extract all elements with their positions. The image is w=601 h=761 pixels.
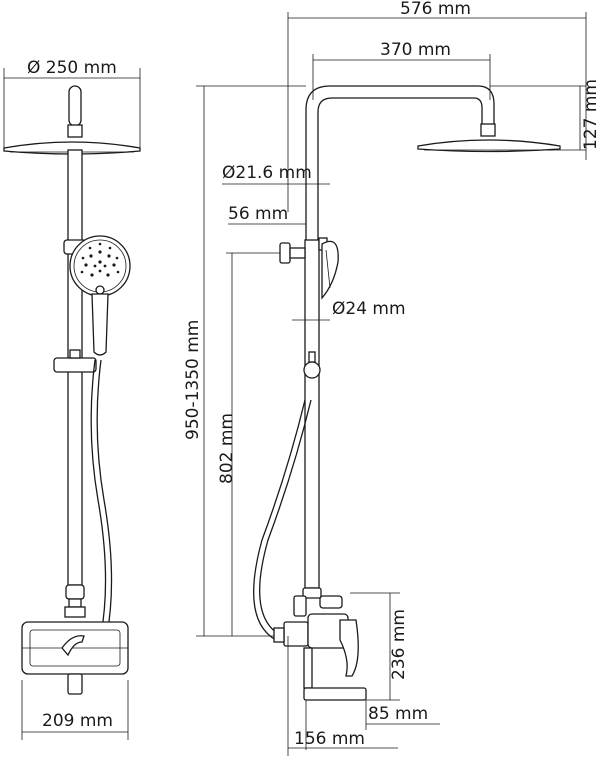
mixer-lever-front [61,635,85,657]
hose-side-b [259,399,312,637]
diverter-cap [64,606,86,618]
arm-length-dimension: 370 mm [312,40,491,100]
slide-knob [69,349,81,359]
head-height-label: 127 mm [581,79,601,150]
lower-pipe-diameter-label: Ø24 mm [332,299,406,319]
hose-side-a [253,399,306,641]
total-width-label: 576 mm [400,0,471,19]
hose-front-a [90,359,107,641]
front-view: Ø 250 mm [3,58,141,740]
shower-arm-outer [305,85,495,240]
slide-pin-side [308,351,316,363]
adjustable-height-dimension: 950-1350 mm [183,85,306,637]
arm-head-joint [480,123,496,137]
mixer-depth-dimension: 156 mm [287,636,398,756]
wall-bracket-top [279,242,306,264]
mixer-height-label: 236 mm [389,609,409,680]
mixer-depth-label: 156 mm [294,729,365,749]
bar-height-label: 802 mm [217,413,237,484]
total-width-dimension: 576 mm [287,0,587,212]
pipe-diameter-dimension: Ø21.6 mm [222,163,330,185]
side-view: 576 mm 370 mm 127 mm Ø21.6 mm [183,0,601,756]
lower-fitting-side [302,587,322,599]
lower-fitting [65,584,85,600]
adjustable-height-label: 950-1350 mm [183,320,203,440]
spout-projection-label: 85 mm [368,704,428,724]
mixer-height-dimension: 236 mm [350,592,409,701]
hose-front-b [96,359,113,641]
shower-arm-inner [317,97,483,240]
mixer-body-side [273,595,367,701]
spout-front [67,673,83,695]
wall-offset-dimension: 56 mm [228,204,306,225]
top-riser [68,85,82,127]
bar-height-dimension: 802 mm [217,252,280,636]
head-diameter-label: Ø 250 mm [27,58,117,78]
wall-offset-label: 56 mm [228,204,288,224]
hand-shower-side [318,237,339,300]
mixer-width-dimension: 209 mm [21,680,129,740]
slide-holder [53,357,97,373]
mixer-width-label: 209 mm [42,711,113,731]
rain-shower-head-side [417,139,561,153]
mixer-body-front [21,621,129,675]
head-height-dimension: 127 mm [490,79,601,151]
slide-knob-side [303,361,321,379]
arm-length-label: 370 mm [380,40,451,60]
hand-shower-front [69,235,131,356]
lower-pipe-diameter-dimension: Ø24 mm [292,299,406,321]
riser-joint [67,124,83,138]
lower-fitting-nut [68,598,82,608]
pipe-diameter-label: Ø21.6 mm [222,163,312,183]
spout-projection-dimension: 85 mm [305,700,440,750]
head-diameter-dimension: Ø 250 mm [3,58,141,150]
